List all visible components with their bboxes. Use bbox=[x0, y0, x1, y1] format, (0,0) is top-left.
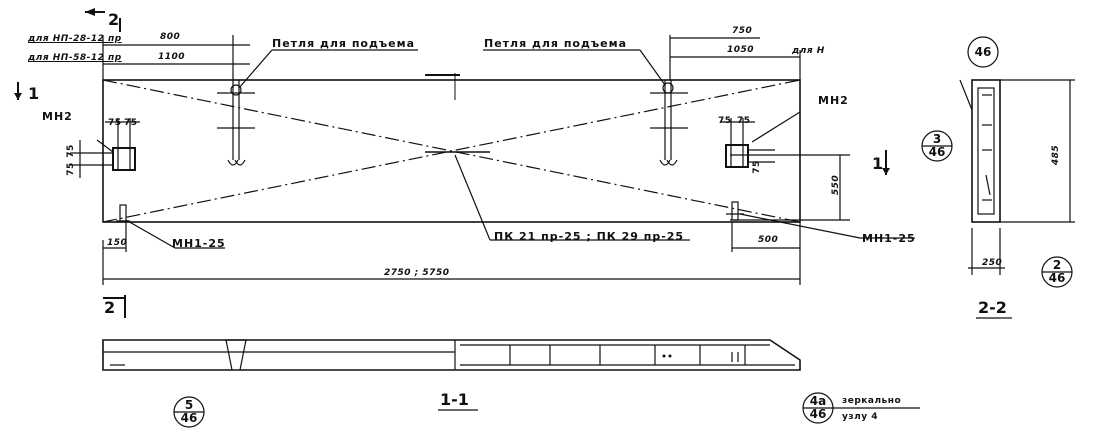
dim-750: 750 bbox=[732, 26, 753, 36]
callout-46-top: 46 bbox=[968, 37, 998, 67]
dim-485: 485 bbox=[1051, 144, 1062, 166]
diagonal-2 bbox=[102, 79, 801, 223]
dim-800: 800 bbox=[160, 32, 181, 42]
dim-75-left-a: 75 bbox=[108, 118, 122, 128]
callout-3-num: 3 bbox=[932, 132, 942, 146]
dim-75-right-b: 75 bbox=[737, 116, 751, 126]
dim-75-vert-2: 75 bbox=[65, 162, 76, 176]
dim-75-right-a: 75 bbox=[718, 116, 732, 126]
label-lift-loop-right: Петля для подъема bbox=[484, 37, 628, 50]
section-title-1-1: 1-1 bbox=[440, 390, 469, 409]
label-mn2-left: МН2 bbox=[42, 110, 73, 123]
label-mn1-right: МН1-25 bbox=[862, 232, 916, 245]
mn1-item-right bbox=[731, 201, 739, 221]
cut-1-right: 1 bbox=[872, 154, 884, 173]
lift-loop-right bbox=[650, 80, 688, 166]
lift-loop-left bbox=[217, 80, 255, 166]
callout-2-num: 2 bbox=[1052, 258, 1062, 272]
dim-250: 250 bbox=[982, 258, 1003, 268]
dim-150: 150 bbox=[107, 238, 128, 248]
dim-total-length: 2750 ; 5750 bbox=[384, 268, 450, 278]
dim-75-vert-3: 75 bbox=[751, 160, 762, 174]
callout-2-den: 46 bbox=[1048, 271, 1066, 285]
cut-2-bottom: 2 bbox=[104, 298, 116, 317]
label-mn1-left: МН1-25 bbox=[172, 237, 226, 250]
section-title-2-2: 2-2 bbox=[978, 298, 1007, 317]
dim-75-left-b: 75 bbox=[124, 118, 138, 128]
section-2-2-cross bbox=[959, 79, 1075, 275]
dim-1050: 1050 bbox=[727, 45, 755, 55]
dim-500: 500 bbox=[758, 235, 779, 245]
label-for-np28: для НП-28-12 пр bbox=[28, 34, 122, 44]
callout-46-top-text: 46 bbox=[974, 44, 992, 59]
dim-550: 550 bbox=[831, 174, 842, 196]
label-mirror-1: зеркально bbox=[842, 396, 902, 406]
callout-5-den: 46 bbox=[180, 411, 198, 425]
mn2-plate-left bbox=[112, 147, 136, 171]
label-lift-loop-left: Петля для подъема bbox=[272, 37, 416, 50]
slab-outline bbox=[102, 79, 801, 223]
label-mirror-2: узлу 4 bbox=[842, 412, 878, 422]
callout-4a-den: 46 bbox=[809, 407, 827, 421]
dim-1100: 1100 bbox=[158, 52, 186, 62]
label-for-np58: для НП-58-12 пр bbox=[28, 53, 122, 63]
label-mn2-right: МН2 bbox=[818, 94, 849, 107]
dim-75-vert-1: 75 bbox=[65, 144, 76, 158]
callout-5-num: 5 bbox=[184, 398, 194, 412]
mn2-plate-right bbox=[725, 144, 749, 168]
cut-1-left: 1 bbox=[28, 84, 40, 103]
section-1-1-elevation bbox=[102, 339, 801, 371]
cut-2-top: 2 bbox=[108, 10, 120, 29]
label-pk: ПК 21 пр-25 ; ПК 29 пр-25 bbox=[494, 230, 685, 243]
callout-3-den: 46 bbox=[928, 145, 946, 159]
callout-46-top-circle bbox=[967, 36, 999, 68]
label-for-h: для Н bbox=[792, 46, 825, 56]
callout-4a-num: 4а bbox=[809, 394, 827, 408]
